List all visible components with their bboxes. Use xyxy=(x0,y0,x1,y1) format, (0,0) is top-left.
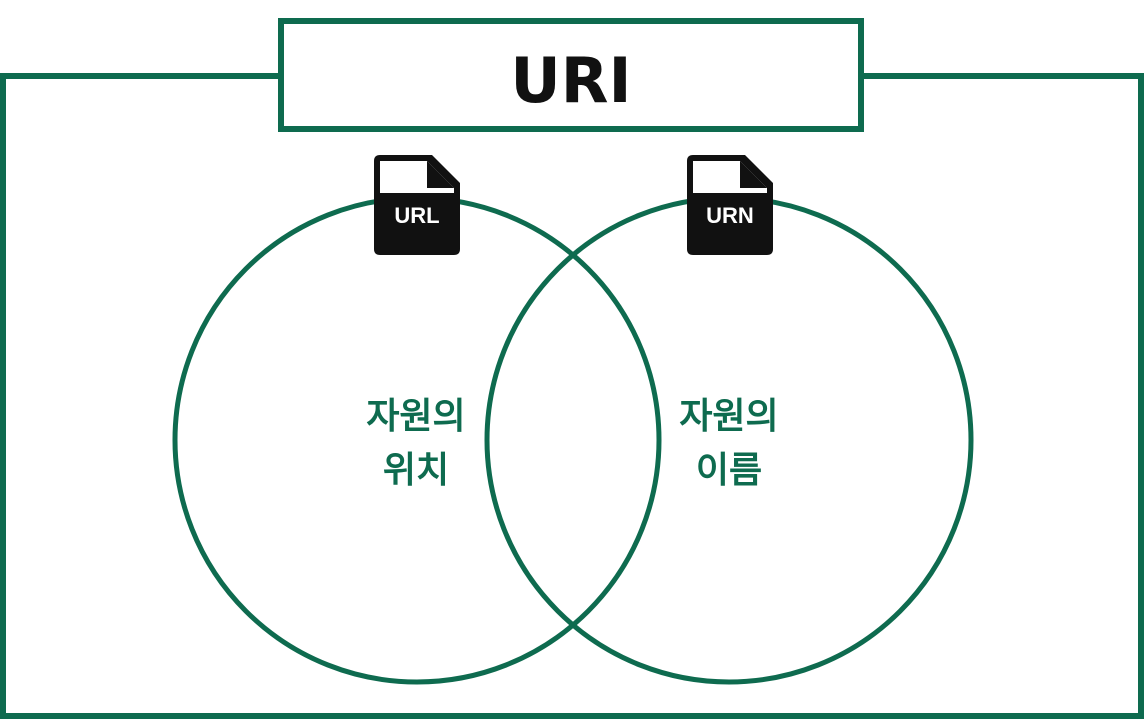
urn-file-icon: URN xyxy=(687,155,773,255)
diagram-title: URI xyxy=(510,44,631,117)
url-circle xyxy=(172,195,662,685)
url-label-line2: 위치 xyxy=(383,450,449,491)
outer-frame xyxy=(0,73,1144,719)
urn-circle xyxy=(484,195,974,685)
urn-badge: URN xyxy=(706,203,754,228)
urn-label-line2: 이름 xyxy=(696,450,762,491)
url-badge: URL xyxy=(394,203,439,228)
title-box xyxy=(278,18,864,132)
url-file-icon: URL xyxy=(374,155,460,255)
url-label-line1: 자원의 xyxy=(366,396,465,437)
urn-label-line1: 자원의 xyxy=(679,396,778,437)
